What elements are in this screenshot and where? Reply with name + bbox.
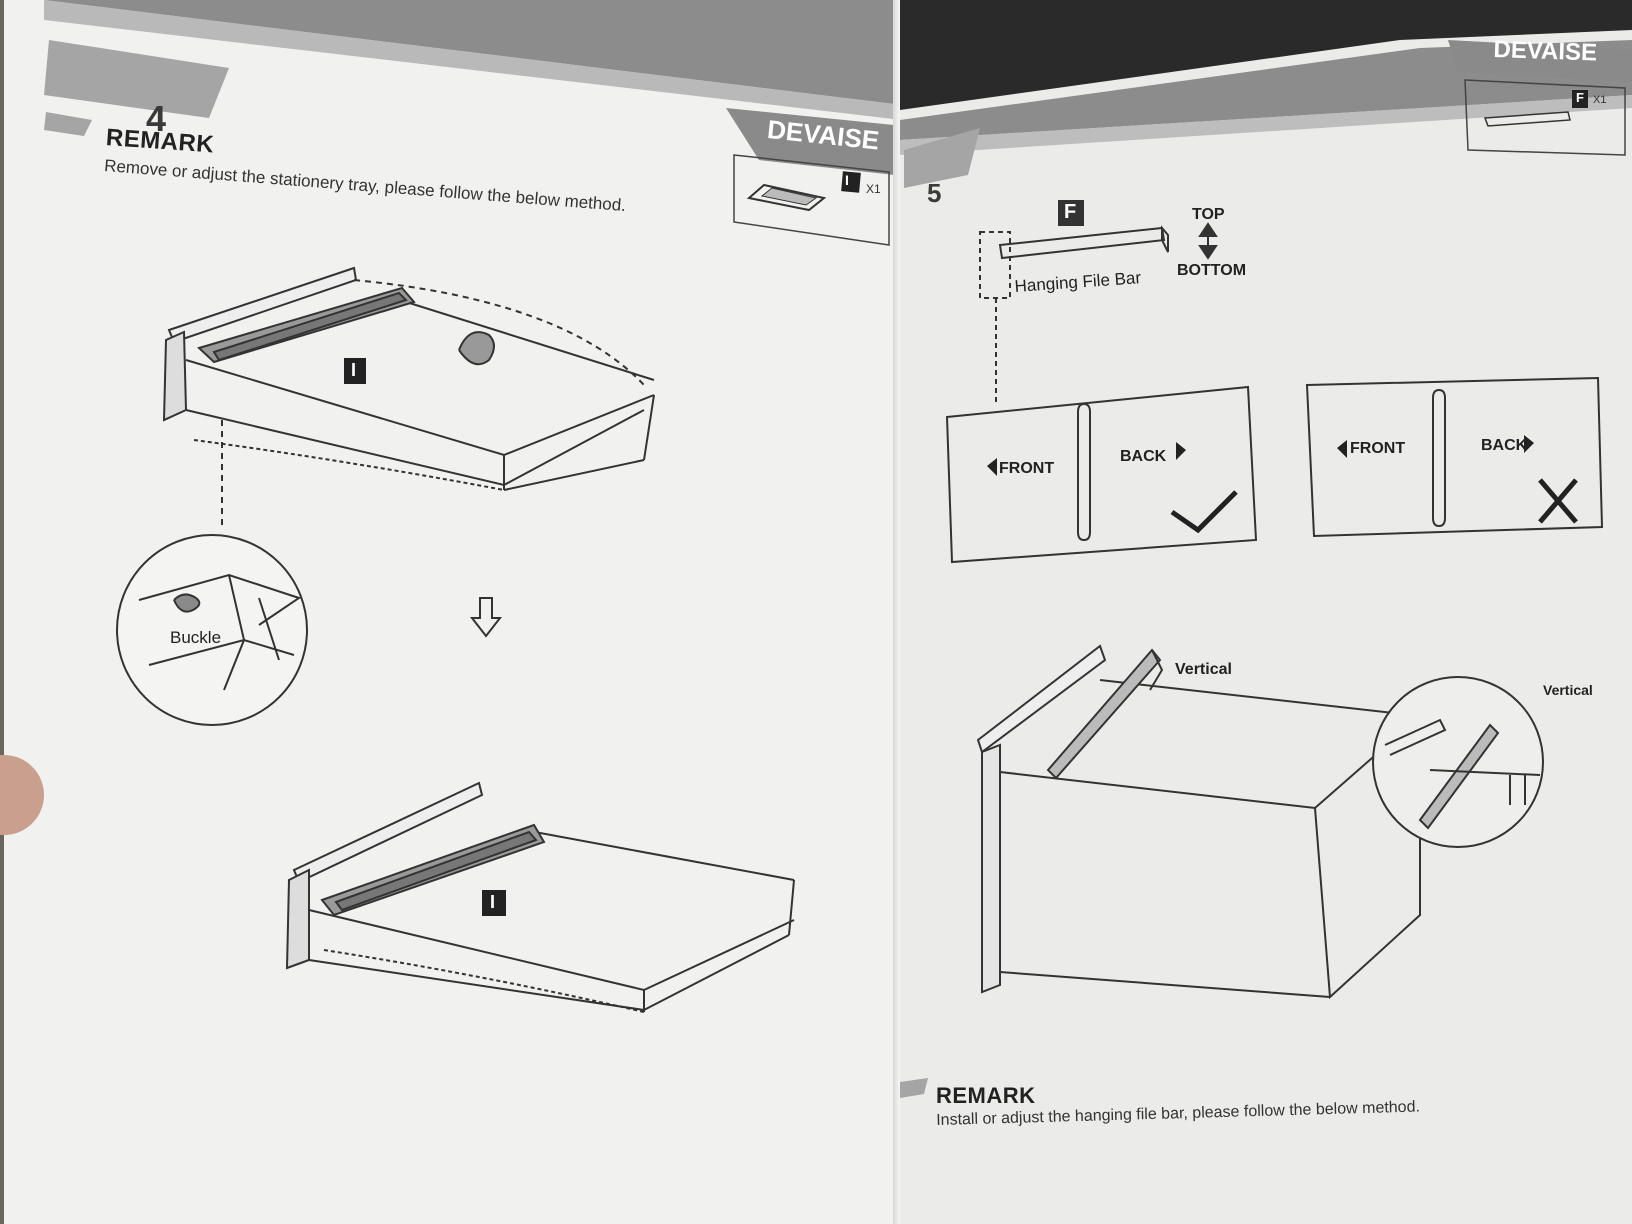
back-arrow-icon (1176, 442, 1186, 460)
vertical-label: Vertical (1175, 661, 1232, 678)
header-shadow (900, 0, 1632, 110)
wrong-back-label: BACK (1481, 437, 1528, 454)
buckle-detail-icon (138, 573, 302, 691)
remark-marker (900, 1078, 928, 1098)
header-band-light (44, 0, 902, 120)
buckle-detail-circle (116, 534, 308, 726)
wrong-orientation-panel (1305, 376, 1604, 538)
vertical-detail-icon (1384, 718, 1541, 830)
file-bar-part-box (1058, 200, 1084, 226)
bottom-label: BOTTOM (1177, 262, 1247, 279)
tray-part-label-bottom: I (490, 892, 496, 912)
header-band-light (900, 95, 1632, 155)
part-quantity: X1 (866, 182, 881, 196)
right-page-graphics (900, 0, 1632, 1098)
left-page-graphics (44, 0, 902, 1013)
drawer-with-tray-top-icon (162, 266, 655, 530)
wrong-cross-icon (1538, 478, 1578, 524)
right-page: 5 DEVAISE F X1 F Hanging File Bar TOP BO… (900, 0, 1632, 1224)
part-box (1464, 79, 1626, 156)
tray-part-box-bottom (482, 890, 506, 916)
down-arrow-icon (469, 597, 503, 638)
part-quantity: X1 (1593, 94, 1607, 106)
buckle-label: Buckle (170, 628, 222, 647)
wrong-front-label: FRONT (1350, 440, 1406, 457)
back-arrow-icon-2 (1524, 435, 1534, 453)
drawer-with-tray-bottom-icon (285, 781, 795, 1013)
brand-logo: DEVAISE (1493, 36, 1598, 67)
tray-thumbnail-icon (746, 183, 827, 212)
front-arrow-icon-2 (1337, 440, 1347, 458)
step-number: 4 (146, 98, 167, 139)
part-box (733, 154, 890, 246)
file-bar-thumbnail-icon (1483, 111, 1571, 127)
vertical-detail-circle (1372, 676, 1544, 848)
step-tab (44, 40, 229, 118)
part-letter-box (1572, 90, 1588, 108)
step-number: 5 (927, 178, 942, 208)
step-tab (904, 128, 980, 188)
part-letter-box (841, 171, 861, 193)
wrong-bar-side-icon (1432, 388, 1446, 528)
drawer-with-file-bar-icon (976, 644, 1421, 1000)
correct-orientation-panel (945, 385, 1258, 564)
hanging-file-bar-icon (979, 225, 1169, 405)
correct-front-label: FRONT (999, 460, 1055, 477)
correct-back-label: BACK (1120, 448, 1167, 465)
correct-bar-side-icon (1077, 402, 1091, 542)
file-bar-part-letter: F (1064, 201, 1077, 223)
left-page: 4 REMARK Remove or adjust the stationery… (4, 0, 902, 1224)
remark-title: REMARK (936, 1083, 1036, 1108)
vertical-detail-label: Vertical (1543, 682, 1593, 698)
tray-part-label-top: I (351, 360, 357, 380)
brand-tab-shape (1448, 40, 1632, 82)
remark-marker (44, 112, 92, 136)
top-label: TOP (1192, 206, 1225, 223)
part-letter: F (1576, 90, 1584, 105)
top-bottom-arrow-icon (1198, 222, 1218, 260)
header-band (900, 40, 1632, 140)
front-arrow-icon (987, 458, 997, 476)
part-letter: I (845, 172, 849, 188)
tray-part-box-top (344, 358, 366, 384)
correct-check-icon (1170, 490, 1238, 534)
